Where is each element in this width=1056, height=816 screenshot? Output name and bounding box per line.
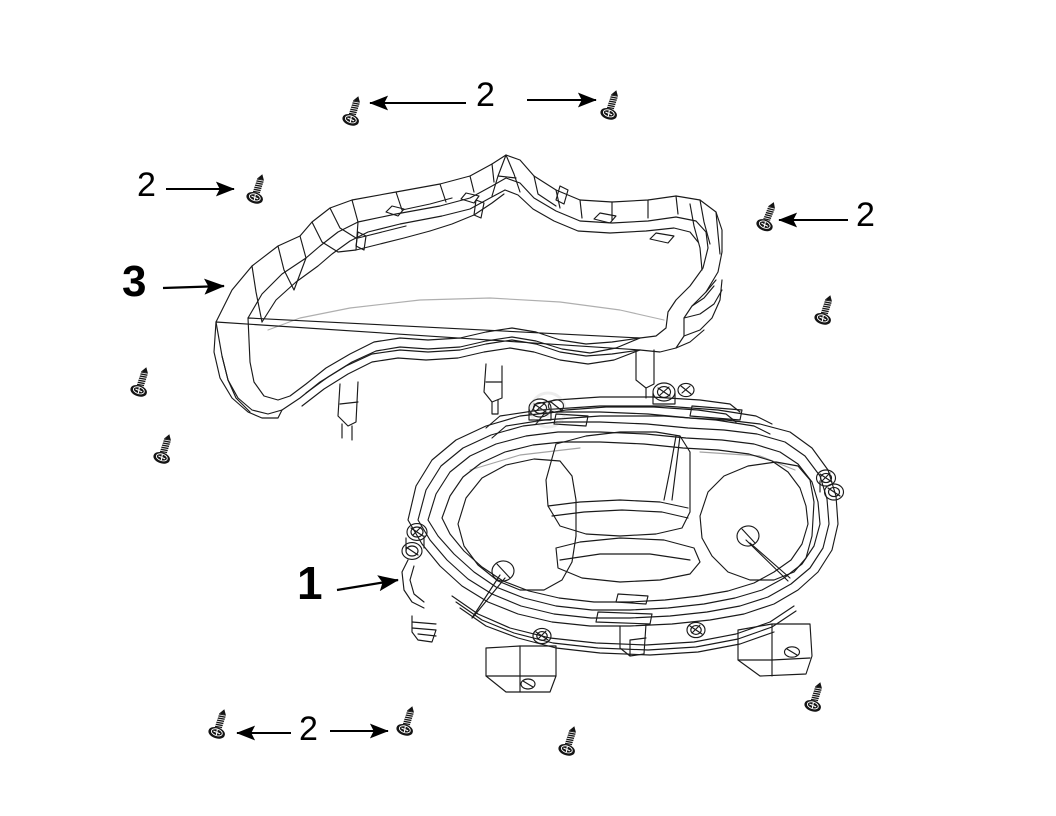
instrument-cluster [401,382,845,693]
arrow-3 [162,278,225,295]
screw [556,723,583,759]
screw [244,171,271,207]
screw [394,703,421,739]
cluster-cover-bezel [213,154,723,441]
screw [802,679,829,715]
screw [812,292,839,328]
screw [598,87,625,123]
callout-label-1: 1 [297,557,323,609]
screw [340,93,367,129]
arrow-1 [336,575,399,592]
callout-label-3: 3 [122,257,147,306]
callout-label-2-bottom: 2 [299,710,318,748]
screw [151,431,178,467]
callout-arrows [162,92,848,741]
screw [128,364,155,400]
callout-label-2-top: 2 [476,76,495,114]
screw [754,198,783,234]
callout-label-2-right: 2 [856,196,875,234]
screw [206,706,233,742]
watermark [529,391,567,429]
callout-label-2-left: 2 [137,166,156,204]
